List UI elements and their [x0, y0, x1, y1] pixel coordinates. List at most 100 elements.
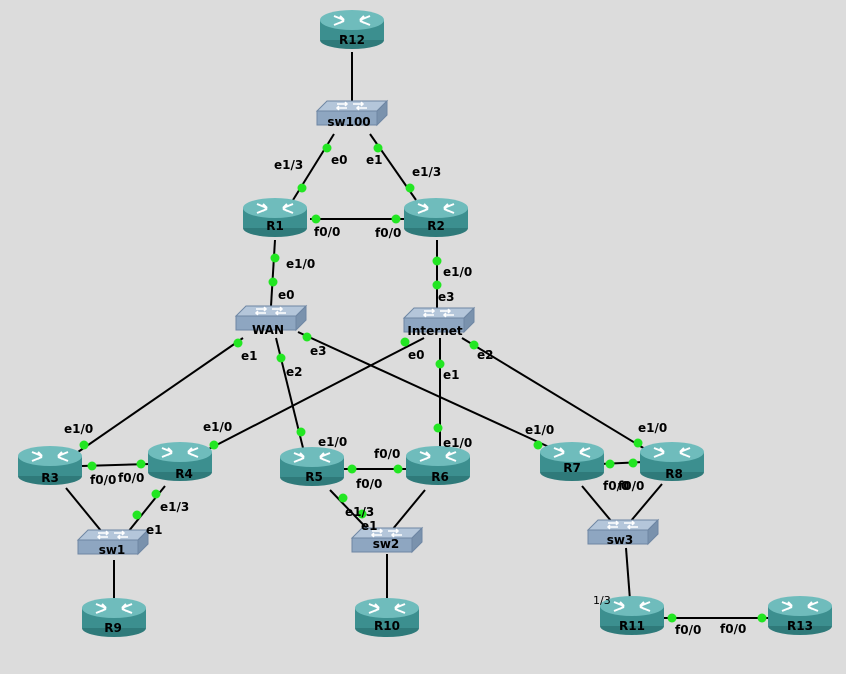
port-dot: [151, 489, 161, 499]
router-R8[interactable]: R8: [639, 441, 705, 482]
port-dot: [276, 353, 286, 363]
router-R1[interactable]: R1: [242, 197, 308, 238]
node-label: R4: [175, 467, 193, 481]
port-dot: [311, 214, 321, 224]
router-R7[interactable]: R7: [539, 441, 605, 482]
port-dot: [136, 459, 146, 469]
router-R11[interactable]: R11: [599, 595, 665, 636]
port-label: e1: [361, 519, 378, 533]
port-label: e0: [278, 288, 295, 302]
port-dot: [757, 613, 767, 623]
switch-sw3[interactable]: sw3: [587, 519, 659, 547]
router-R5[interactable]: R5: [279, 446, 345, 487]
port-label: f0/0: [375, 226, 401, 240]
port-dot: [347, 464, 357, 474]
port-dot: [79, 440, 89, 450]
nodes-layer: R12 sw100 R1 R2 WAN Internet R3 R4: [17, 9, 833, 638]
port-label: f0/0: [603, 479, 629, 493]
port-dot: [302, 332, 312, 342]
node-label: R8: [665, 467, 683, 481]
node-label: R7: [563, 461, 581, 475]
port-label: e1/0: [443, 436, 472, 450]
port-labels-layer: e0 e1/3 e1 e1/3 f0/0 f0/0 e1/0 e0 e1/0 e…: [64, 153, 746, 637]
router-R4[interactable]: R4: [147, 441, 213, 482]
port-dot: [296, 427, 306, 437]
port-label: f0/0: [118, 471, 144, 485]
port-dot: [400, 337, 410, 347]
router-R10[interactable]: R10: [354, 597, 420, 638]
port-dot: [405, 183, 415, 193]
port-dot: [433, 423, 443, 433]
port-label: e2: [477, 348, 494, 362]
port-dot: [667, 613, 677, 623]
link-Internet-R4[interactable]: [202, 337, 425, 453]
port-label: e2: [286, 365, 303, 379]
port-label: e1: [443, 368, 460, 382]
router-R9[interactable]: R9: [81, 597, 147, 638]
switch-sw100[interactable]: sw100: [316, 100, 388, 129]
router-R6[interactable]: R6: [405, 445, 471, 486]
router-R13[interactable]: R13: [767, 595, 833, 636]
port-label: e1/3: [274, 158, 303, 172]
port-label: e1/0: [286, 257, 315, 271]
node-label: sw1: [99, 543, 126, 557]
port-label: f0/0: [618, 479, 644, 493]
port-dots-layer: [79, 143, 767, 623]
port-dot: [432, 280, 442, 290]
port-dot: [209, 440, 219, 450]
port-dot: [432, 256, 442, 266]
router-R2[interactable]: R2: [403, 197, 469, 238]
port-label: f0/0: [720, 622, 746, 636]
node-label: R5: [305, 470, 323, 484]
link-R1-WAN[interactable]: [270, 239, 276, 307]
port-dot: [322, 143, 332, 153]
switch-WAN[interactable]: WAN: [235, 305, 307, 337]
port-label: f0/0: [314, 225, 340, 239]
port-label: e1/0: [203, 420, 232, 434]
port-dot: [132, 510, 142, 520]
link-WAN-R3[interactable]: [77, 337, 244, 453]
node-label: sw100: [327, 115, 370, 129]
port-dot: [605, 459, 615, 469]
port-label: f0/0: [90, 473, 116, 487]
node-label: sw2: [373, 537, 400, 551]
node-label: R6: [431, 470, 449, 484]
port-label: e1/3: [345, 505, 374, 519]
link-R6-sw2[interactable]: [391, 489, 426, 531]
link-WAN-R7[interactable]: [297, 331, 561, 453]
port-dot: [373, 143, 383, 153]
link-R7-sw3[interactable]: [581, 485, 613, 523]
node-label: R11: [619, 619, 645, 633]
node-label: R12: [339, 33, 365, 47]
router-R12[interactable]: R12: [319, 9, 385, 50]
port-label: e1/0: [638, 421, 667, 435]
switch-sw2[interactable]: sw2: [351, 527, 423, 553]
node-label: R2: [427, 219, 445, 233]
port-label: e0: [408, 348, 425, 362]
port-label: f0/0: [356, 477, 382, 491]
port-label: f0/0: [374, 447, 400, 461]
port-dot: [87, 461, 97, 471]
port-label: e1/0: [525, 423, 554, 437]
switch-Internet[interactable]: Internet: [403, 307, 475, 338]
port-label: e1: [366, 153, 383, 167]
link-Internet-R8[interactable]: [461, 337, 651, 453]
port-dot: [533, 440, 543, 450]
node-label: R1: [266, 219, 284, 233]
port-label: e1/0: [64, 422, 93, 436]
node-label: R9: [104, 621, 122, 635]
port-label: f0/0: [675, 623, 701, 637]
port-dot: [297, 183, 307, 193]
node-label: Internet: [407, 324, 462, 338]
port-dot: [628, 458, 638, 468]
switch-sw1[interactable]: sw1: [77, 529, 149, 557]
link-sw3-R11[interactable]: [625, 547, 631, 601]
port-dot: [391, 214, 401, 224]
node-label: R13: [787, 619, 813, 633]
link-R8-sw3[interactable]: [629, 483, 663, 523]
port-dot: [268, 277, 278, 287]
link-R3-sw1[interactable]: [65, 487, 103, 533]
port-dot: [633, 438, 643, 448]
router-R3[interactable]: R3: [17, 445, 83, 486]
